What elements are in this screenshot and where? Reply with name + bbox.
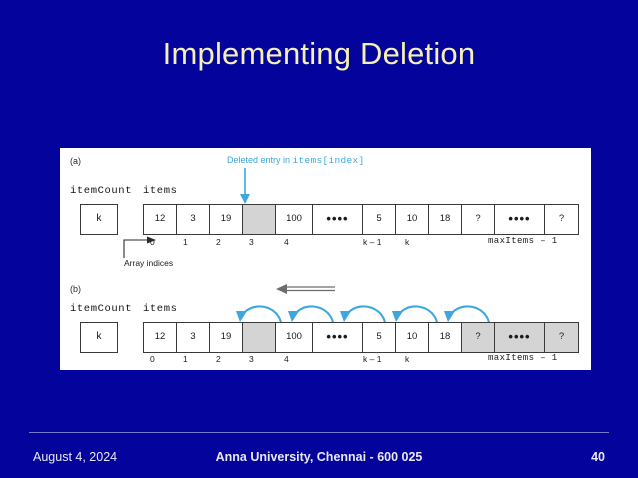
part-b-cell-3 xyxy=(243,323,276,352)
part-a-itemcount-box: k xyxy=(80,204,118,235)
part-b-cell-5: •••• xyxy=(313,323,363,352)
part-b-cell-8: 18 xyxy=(429,323,462,352)
array-indices-label: Array indices xyxy=(124,258,174,268)
part-a-index-3: 3 xyxy=(249,237,254,247)
part-a-cell-9: ? xyxy=(462,205,495,234)
shift-arrow-head-4 xyxy=(444,311,455,322)
figure-panel: (a) itemCount items k Deleted entry in i… xyxy=(60,148,591,370)
footer-institution: Anna University, Chennai - 600 025 xyxy=(215,450,423,464)
part-a-label: (a) xyxy=(70,156,81,166)
part-a-index-2: 2 xyxy=(216,237,221,247)
part-b-index-4: 4 xyxy=(284,354,289,364)
part-b-index-2: 2 xyxy=(216,354,221,364)
part-a-cell-6: 5 xyxy=(363,205,396,234)
part-a-items-label: items xyxy=(143,185,178,197)
part-b-cell-10: •••• xyxy=(495,323,545,352)
footer-date: August 4, 2024 xyxy=(33,450,118,464)
shift-arrow-head-0 xyxy=(236,311,247,322)
shift-arrow-curve-2 xyxy=(344,305,387,323)
part-a-itemcount-value: k xyxy=(95,214,102,225)
part-a-cell-5: •••• xyxy=(313,205,363,234)
page-title: Implementing Deletion xyxy=(162,36,476,71)
part-b-cell-4: 100 xyxy=(276,323,313,352)
footer-page-number: 40 xyxy=(591,450,605,464)
part-a-cell-2: 19 xyxy=(210,205,243,234)
part-b-index-k-minus-1: k – 1 xyxy=(363,354,382,364)
shift-arrow-curve-3 xyxy=(396,305,439,323)
part-a-cell-11: ? xyxy=(545,205,578,234)
deleted-entry-callout-code: items[index] xyxy=(292,155,365,166)
part-a-index-k: k xyxy=(405,237,410,247)
part-a-index-4: 4 xyxy=(284,237,289,247)
part-b-cell-9: ? xyxy=(462,323,495,352)
part-a-cell-8: 18 xyxy=(429,205,462,234)
part-b-cell-1: 3 xyxy=(177,323,210,352)
part-b-itemcount-box: k xyxy=(80,322,118,353)
part-a-index-k-minus-1: k – 1 xyxy=(363,237,382,247)
deleted-entry-callout: Deleted entry in items[index] xyxy=(227,155,365,166)
part-b-itemcount-value: k xyxy=(95,332,102,343)
part-a-itemcount-label: itemCount xyxy=(70,185,133,197)
part-b-items-label: items xyxy=(143,303,178,315)
part-b-index-3: 3 xyxy=(249,354,254,364)
shift-arrow-curve-1 xyxy=(292,305,335,323)
deleted-entry-callout-prefix: Deleted entry in xyxy=(227,155,293,165)
part-a-cell-3 xyxy=(243,205,276,234)
shift-arrows-group-icon xyxy=(236,305,491,323)
shift-arrow-head-1 xyxy=(288,311,299,322)
shift-arrow-head-3 xyxy=(392,311,403,322)
part-a-index-max: maxItems – 1 xyxy=(488,236,558,246)
part-a-index-1: 1 xyxy=(183,237,188,247)
part-b-cell-0: 12 xyxy=(144,323,177,352)
shift-arrow-curve-0 xyxy=(240,305,283,323)
part-b-itemcount-label: itemCount xyxy=(70,303,133,315)
part-a-cell-4: 100 xyxy=(276,205,313,234)
part-b-cell-11: ? xyxy=(545,323,578,352)
deleted-entry-arrow-icon xyxy=(240,168,250,204)
part-b-index-k: k xyxy=(405,354,410,364)
part-b-index-0: 0 xyxy=(150,354,155,364)
array-indices-leader-icon xyxy=(123,236,156,258)
part-b-cell-6: 5 xyxy=(363,323,396,352)
footer-divider xyxy=(29,432,609,433)
part-a-index-0: 0 xyxy=(150,237,155,247)
part-b-index-1: 1 xyxy=(183,354,188,364)
part-a-cell-1: 3 xyxy=(177,205,210,234)
part-b-index-max: maxItems – 1 xyxy=(488,353,558,363)
part-b-label: (b) xyxy=(70,284,81,294)
part-a-cell-10: •••• xyxy=(495,205,545,234)
shift-direction-arrow-icon xyxy=(276,284,335,294)
part-b-cell-2: 19 xyxy=(210,323,243,352)
shift-arrow-curve-4 xyxy=(448,305,491,323)
shift-arrow-head-2 xyxy=(340,311,351,322)
part-a-cell-0: 12 xyxy=(144,205,177,234)
part-b-cell-7: 10 xyxy=(396,323,429,352)
part-a-cell-7: 10 xyxy=(396,205,429,234)
